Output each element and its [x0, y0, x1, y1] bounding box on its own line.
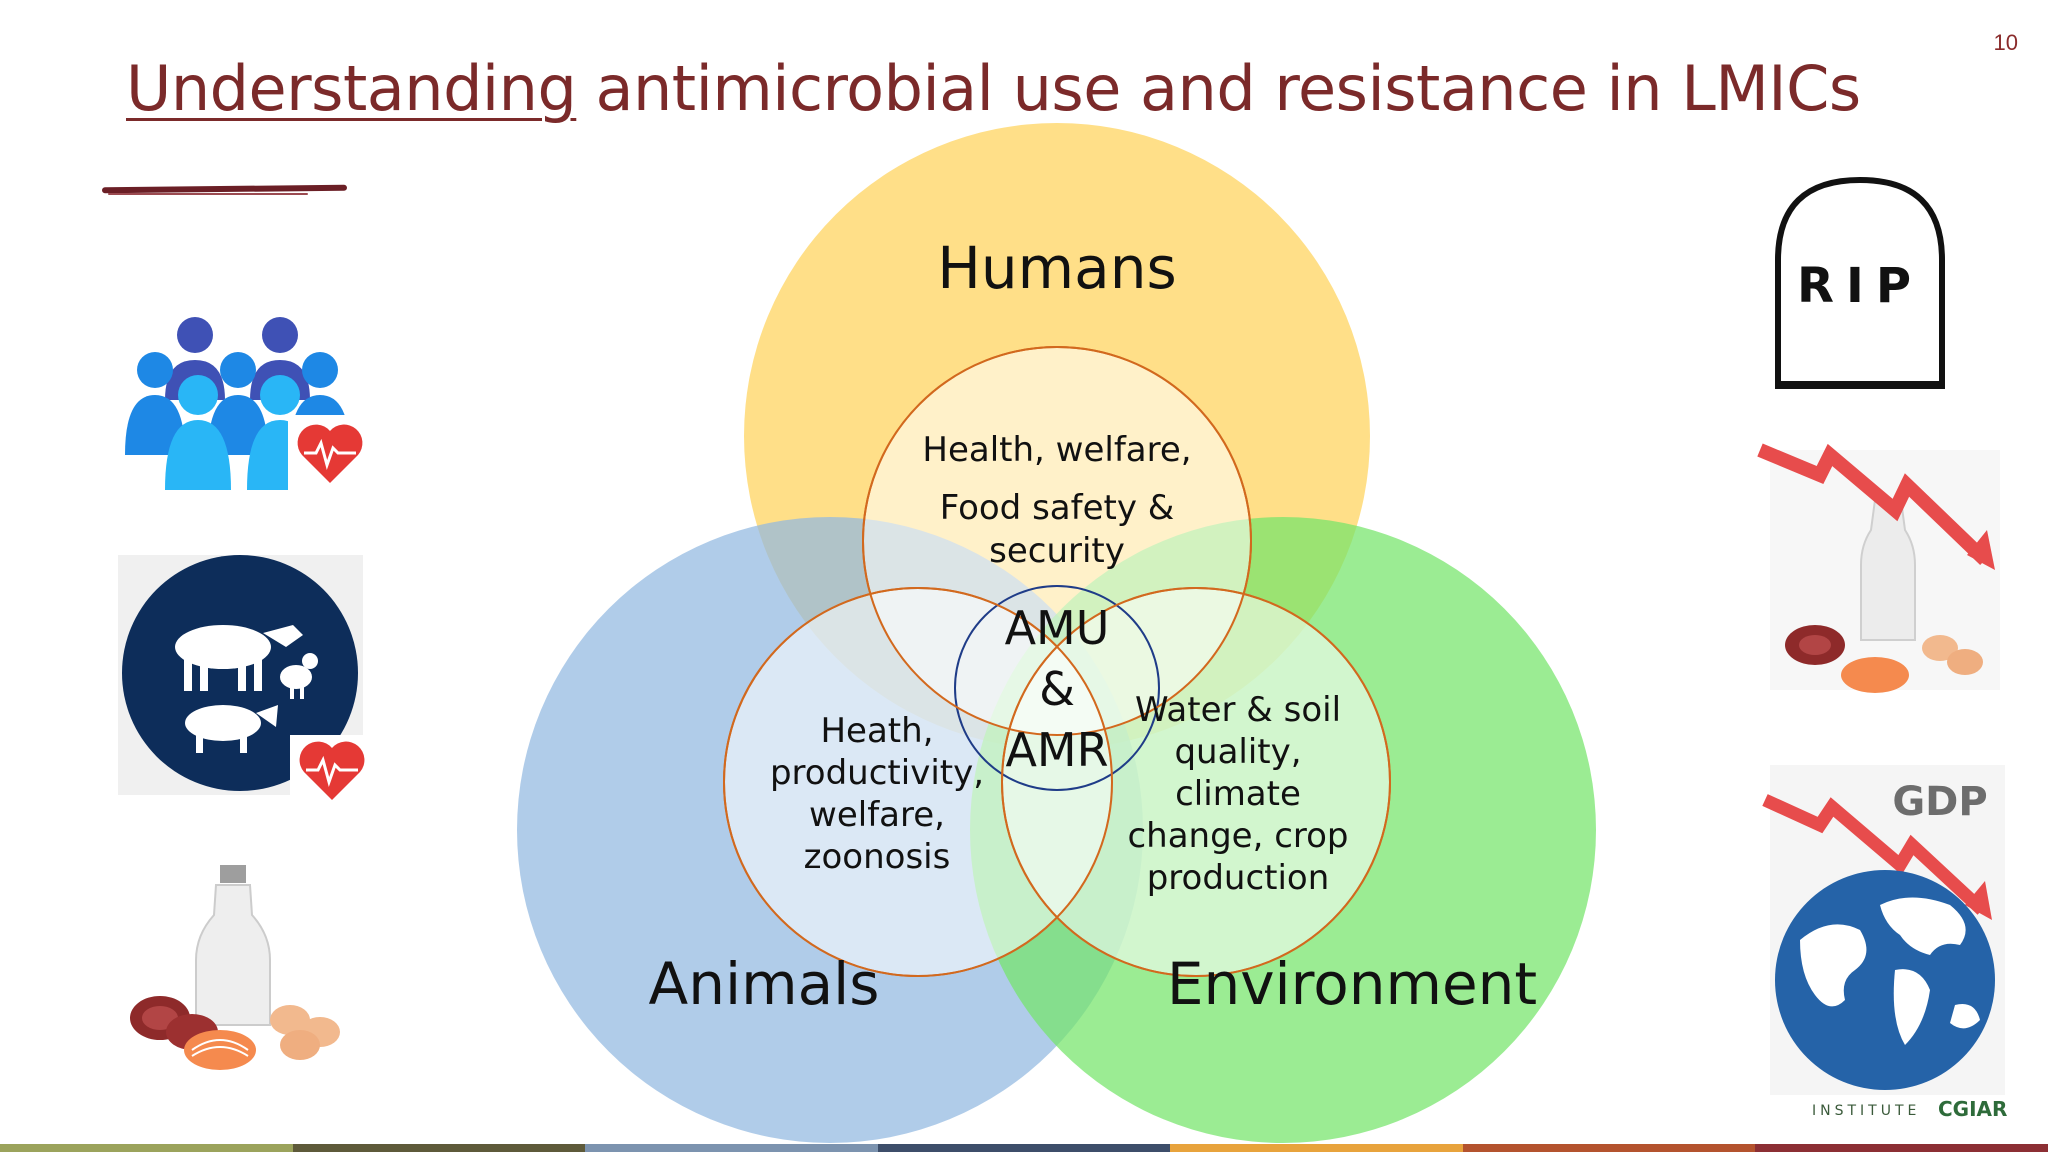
title-rest: antimicrobial use and resistance in LMIC… — [576, 52, 1862, 125]
humans-label: Humans — [937, 234, 1177, 302]
slide-title: Understanding antimicrobial use and resi… — [126, 52, 1861, 125]
animals-inner-ring — [723, 587, 1113, 977]
environment-inner-line-3: climate — [1175, 774, 1301, 814]
humans-inner-line-2: Food safety & — [939, 488, 1175, 528]
animals-label: Animals — [648, 950, 880, 1018]
animals-inner-line-3: welfare, — [809, 795, 945, 835]
humans-inner-line-3: security — [989, 531, 1125, 571]
cgiar-logo-text: CGIAR — [1938, 1097, 2008, 1121]
footer-segment — [0, 1144, 293, 1152]
footer-segment — [1462, 1144, 1756, 1152]
brush-stroke-decoration-secondary — [108, 193, 308, 195]
footer-segment — [585, 1144, 878, 1152]
center-label-ampersand: & — [1039, 662, 1075, 716]
environment-inner-line-2: quality, — [1174, 732, 1302, 772]
animals-inner-line-4: zoonosis — [803, 837, 951, 877]
environment-inner-line-1: Water & soil — [1134, 690, 1342, 730]
page-number: 10 — [1993, 30, 2018, 55]
gdp-text: GDP — [1892, 779, 1987, 825]
environment-inner-ring — [1001, 587, 1391, 977]
declining-food-production-icon — [1757, 443, 2000, 693]
rip-tombstone-icon: RIP — [1775, 176, 1945, 389]
footer-segment — [292, 1144, 586, 1152]
footer-segment — [877, 1144, 1171, 1152]
people-with-heart-icon — [125, 317, 368, 495]
institute-logo-text: INSTITUTE — [1812, 1103, 1921, 1119]
declining-gdp-globe-icon: GDP — [1762, 765, 2005, 1095]
footer-segment — [1170, 1144, 1463, 1152]
livestock-with-heart-icon — [118, 555, 370, 807]
rip-text: RIP — [1797, 258, 1923, 314]
center-label-amu: AMU — [1004, 601, 1110, 655]
animals-inner-line-2: productivity, — [769, 753, 985, 793]
humans-inner-line-1: Health, welfare, — [922, 430, 1192, 470]
title-underlined-word: Understanding — [126, 52, 577, 125]
center-label-amr: AMR — [1005, 723, 1109, 777]
environment-inner-line-5: production — [1146, 858, 1330, 898]
milk-meat-fish-eggs-icon — [130, 865, 340, 1070]
footer-color-bar — [0, 1144, 2048, 1152]
amu-amr-core-circle — [954, 585, 1160, 791]
footer-segment — [1755, 1144, 2048, 1152]
environment-inner-line-4: change, crop — [1127, 816, 1349, 856]
animals-inner-line-1: Heath, — [820, 711, 934, 751]
environment-label: Environment — [1166, 950, 1538, 1018]
humans-inner-ring — [862, 346, 1252, 736]
